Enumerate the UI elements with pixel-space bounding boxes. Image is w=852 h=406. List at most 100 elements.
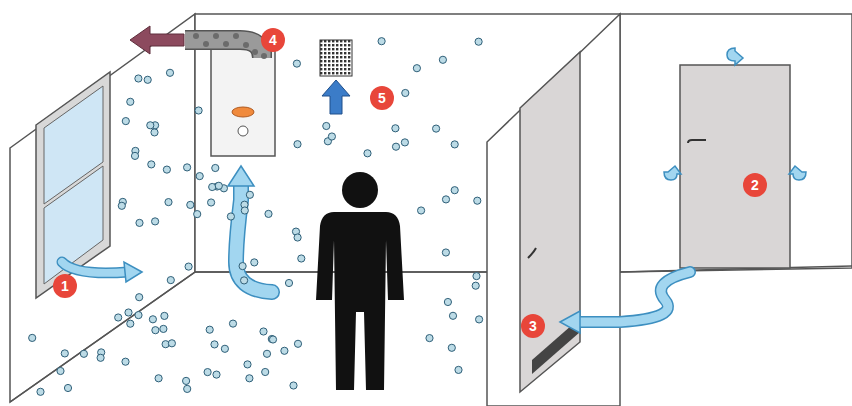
person-silhouette	[316, 172, 404, 390]
air-particle	[229, 320, 236, 327]
air-particle	[61, 350, 68, 357]
air-particle	[474, 197, 481, 204]
air-particle	[413, 65, 420, 72]
air-particle	[451, 187, 458, 194]
callout-number: 5	[378, 91, 386, 105]
air-particle	[244, 361, 251, 368]
air-particle	[211, 341, 218, 348]
air-particles	[29, 38, 483, 396]
air-particle	[251, 259, 258, 266]
flue-pipe	[185, 33, 267, 59]
air-particle	[215, 182, 222, 189]
air-particle	[166, 69, 173, 76]
air-particle	[392, 125, 399, 132]
callout-number: 4	[269, 33, 277, 47]
air-particle	[426, 335, 433, 342]
air-particle	[213, 371, 220, 378]
air-particle	[473, 273, 480, 280]
air-particle	[418, 207, 425, 214]
air-particle	[148, 161, 155, 168]
air-particle	[185, 263, 192, 270]
callout-number: 2	[751, 178, 759, 192]
air-particle	[439, 56, 446, 63]
callout-badge: 5	[370, 86, 394, 110]
air-particle	[221, 345, 228, 352]
left-wall	[10, 14, 195, 402]
air-particle	[281, 347, 288, 354]
air-particle	[472, 282, 479, 289]
air-particle	[37, 388, 44, 395]
air-particle	[263, 350, 270, 357]
air-particle	[194, 211, 201, 218]
air-particle	[80, 350, 87, 357]
air-particle	[152, 218, 159, 225]
air-particle	[246, 375, 253, 382]
air-particle	[206, 326, 213, 333]
boiler	[211, 48, 275, 156]
air-particle	[239, 263, 246, 270]
air-particle	[241, 277, 248, 284]
air-particle	[155, 375, 162, 382]
air-particle	[364, 150, 371, 157]
air-particle	[294, 141, 301, 148]
air-particle	[161, 312, 168, 319]
air-particle	[442, 249, 449, 256]
air-particle	[168, 340, 175, 347]
air-particle	[136, 219, 143, 226]
air-particle	[260, 328, 267, 335]
air-particle	[149, 316, 156, 323]
air-particle	[144, 76, 151, 83]
air-particle	[265, 210, 272, 217]
air-particle	[127, 320, 134, 327]
air-particle	[444, 298, 451, 305]
air-particle	[151, 129, 158, 136]
air-particle	[167, 277, 174, 284]
air-particle	[125, 309, 132, 316]
air-particle	[298, 255, 305, 262]
air-particle	[64, 384, 71, 391]
air-particle	[204, 369, 211, 376]
air-particle	[115, 314, 122, 321]
air-particle	[293, 60, 300, 67]
extract-arrow	[322, 80, 350, 114]
air-particle	[195, 107, 202, 114]
callout-badge: 4	[261, 28, 285, 52]
air-particle	[323, 122, 330, 129]
air-particle	[449, 312, 456, 319]
callout-badge: 3	[521, 314, 545, 338]
air-particle	[136, 294, 143, 301]
air-particle	[208, 199, 215, 206]
partition-wall	[487, 14, 620, 406]
air-particle	[131, 152, 138, 159]
air-particle	[196, 173, 203, 180]
air-particle	[402, 89, 409, 96]
door	[680, 65, 790, 268]
air-particle	[442, 196, 449, 203]
air-particle	[118, 202, 125, 209]
air-particle	[433, 125, 440, 132]
air-particle	[165, 199, 172, 206]
air-particle	[269, 336, 276, 343]
vent-grille	[320, 40, 352, 76]
callout-badge: 1	[53, 274, 77, 298]
air-particle	[241, 207, 248, 214]
air-particle	[135, 312, 142, 319]
air-particle	[294, 234, 301, 241]
air-particle	[135, 75, 142, 82]
air-particle	[160, 325, 167, 332]
air-particle	[209, 183, 216, 190]
air-particle	[392, 143, 399, 150]
right-back-wall	[620, 14, 852, 272]
air-particle	[476, 316, 483, 323]
air-particle	[147, 122, 154, 129]
air-particle	[29, 334, 36, 341]
exhaust-arrow	[130, 26, 184, 54]
air-particle	[448, 344, 455, 351]
air-particle	[262, 368, 269, 375]
door-with-slot	[520, 52, 580, 392]
air-particle	[285, 279, 292, 286]
air-particle	[163, 166, 170, 173]
air-particle	[57, 367, 64, 374]
